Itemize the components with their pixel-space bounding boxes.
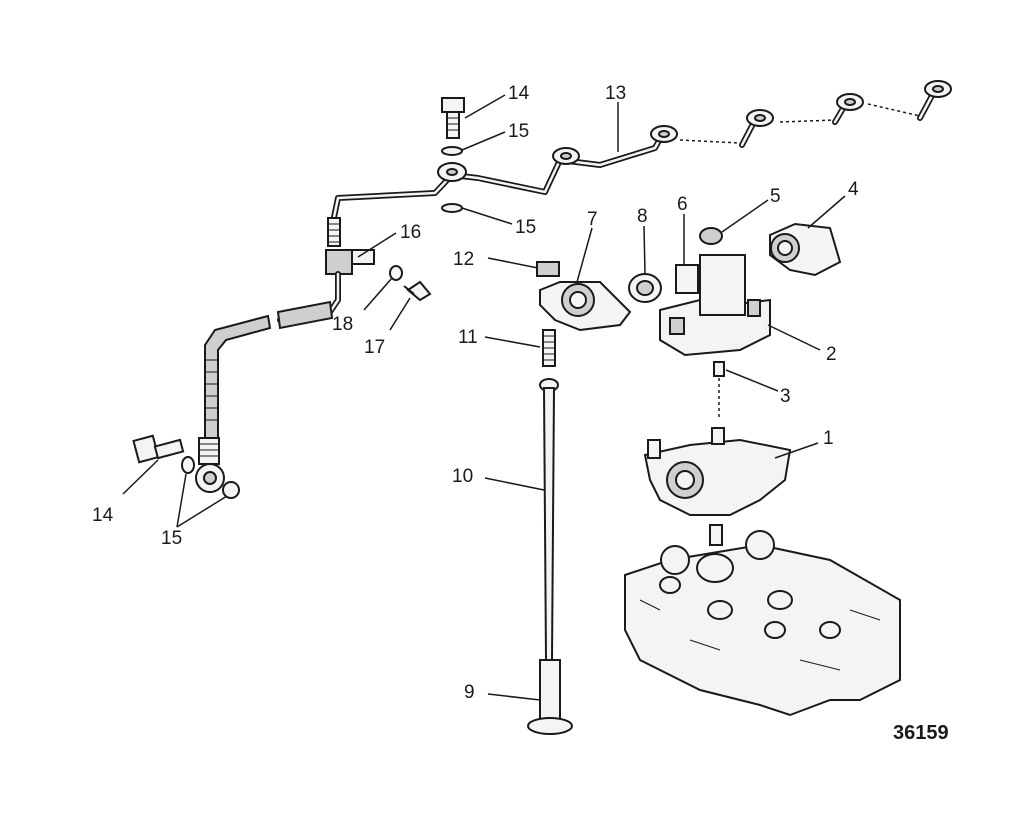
callout-6: 6: [677, 194, 688, 215]
tappet-9: [527, 659, 573, 735]
washer-15-top: [441, 146, 463, 156]
callout-8: 8: [637, 206, 648, 227]
clamp-16: [351, 249, 375, 265]
dowel-3: [713, 361, 725, 420]
callout-10: 10: [452, 466, 473, 487]
washer-15-lower-a: [181, 456, 195, 474]
callout-13: 13: [605, 83, 626, 104]
rocker-shaft-support-2: [659, 254, 771, 357]
callout-4: 4: [848, 179, 859, 200]
pushrod-10: [539, 378, 559, 661]
adjusting-screw-11: [542, 329, 556, 367]
callout-9: 9: [464, 682, 475, 703]
sleeve-6: [675, 264, 699, 294]
cylinder-head: [624, 530, 901, 717]
callout-17: 17: [364, 337, 385, 358]
callout-12: 12: [453, 249, 474, 270]
callout-18: 18: [332, 314, 353, 335]
callout-1: 1: [823, 428, 834, 449]
rocker-assembly-1: [643, 427, 792, 546]
bolt-14-lower: [132, 434, 185, 464]
callout-11: 11: [458, 327, 478, 348]
callout-5: 5: [770, 186, 781, 207]
callout-7: 7: [587, 209, 598, 230]
rocker-arm-7: [539, 281, 632, 332]
rocker-arm-4: [769, 222, 842, 277]
oil-line-assembly: [195, 80, 952, 493]
callout-16: 16: [400, 222, 421, 243]
callout-14: 14: [92, 505, 114, 526]
callout-2: 2: [826, 344, 837, 365]
callout-15: 15: [508, 121, 529, 142]
callout-14: 14: [508, 83, 530, 104]
adjusting-screw-12: [536, 261, 560, 277]
bolt-14-top: [441, 97, 465, 139]
bolt-17: [403, 280, 432, 302]
callout-15: 15: [161, 528, 182, 549]
washer-15-lower-b: [222, 481, 240, 499]
leader-lines: [122, 94, 846, 701]
callout-labels: 14 15 13 15 16 12 7 8 6 5 4 18 17 11 2 3…: [92, 83, 949, 744]
callout-15: 15: [515, 217, 536, 238]
washer-18: [389, 265, 403, 281]
cap-5: [699, 227, 723, 245]
callout-3: 3: [780, 386, 791, 407]
bushing-8: [628, 273, 662, 303]
washer-15-middle: [441, 203, 463, 213]
figure-number: 36159: [893, 722, 949, 744]
